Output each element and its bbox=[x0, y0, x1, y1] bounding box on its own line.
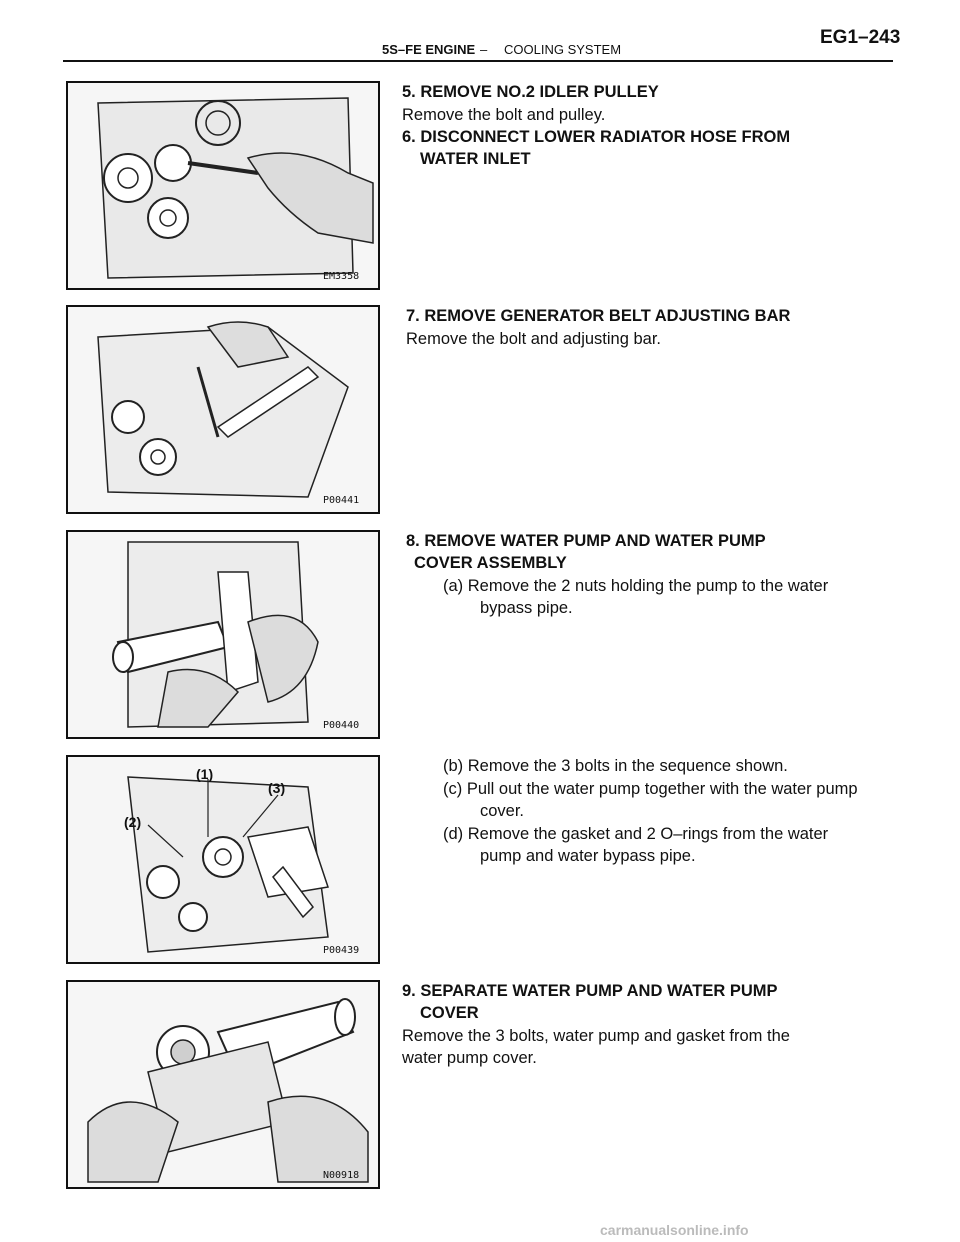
step-9-title-line-1: 9. SEPARATE WATER PUMP AND WATER PUMP bbox=[402, 982, 778, 1000]
step-5-title: 5. REMOVE NO.2 IDLER PULLEY bbox=[402, 83, 659, 101]
figure-water-pump-nuts: P00440 bbox=[66, 530, 380, 739]
page-number: EG1–243 bbox=[820, 27, 901, 48]
step-8d-line-2: pump and water bypass pipe. bbox=[480, 847, 696, 865]
engine-illustration-4: (1) (2) (3) P00439 bbox=[124, 766, 359, 956]
figure-idler-pulley-removal: EM3358 bbox=[66, 81, 380, 290]
footer-watermark: carmanualsonline.info bbox=[600, 1222, 749, 1238]
engine-illustration-5: N00918 bbox=[87, 998, 369, 1183]
step-8c-line-2: cover. bbox=[480, 802, 525, 820]
engine-illustration-2: P00441 bbox=[97, 321, 359, 506]
step-8-title-line-2: COVER ASSEMBLY bbox=[414, 554, 567, 572]
figure-code: P00441 bbox=[323, 495, 359, 506]
header-rule bbox=[63, 60, 893, 62]
step-9-body-line-1: Remove the 3 bolts, water pump and gaske… bbox=[402, 1027, 790, 1045]
step-7-body: Remove the bolt and adjusting bar. bbox=[406, 330, 662, 348]
step-5-body: Remove the bolt and pulley. bbox=[402, 106, 606, 124]
step-9-title-line-2: COVER bbox=[420, 1004, 479, 1022]
figure-code: N00918 bbox=[323, 1170, 359, 1181]
step-8d-line-1: (d) Remove the gasket and 2 O–rings from… bbox=[443, 825, 829, 843]
engine-illustration-3: P00440 bbox=[112, 541, 359, 731]
step-6-title-line-1: 6. DISCONNECT LOWER RADIATOR HOSE FROM bbox=[402, 128, 791, 146]
step-8a-line-1: (a) Remove the 2 nuts holding the pump t… bbox=[443, 577, 829, 595]
figure-code: EM3358 bbox=[323, 271, 359, 282]
callout-bolt-3: (3) bbox=[268, 780, 285, 796]
step-8b: (b) Remove the 3 bolts in the sequence s… bbox=[443, 757, 788, 775]
step-6-title-line-2: WATER INLET bbox=[420, 150, 531, 168]
callout-bolt-2: (2) bbox=[124, 814, 141, 830]
step-8c-line-1: (c) Pull out the water pump together wit… bbox=[443, 780, 858, 798]
step-9-body-line-2: water pump cover. bbox=[402, 1049, 537, 1067]
figure-code: P00439 bbox=[323, 945, 359, 956]
step-8-title-line-1: 8. REMOVE WATER PUMP AND WATER PUMP bbox=[406, 532, 766, 550]
figure-separate-water-pump: N00918 bbox=[66, 980, 380, 1189]
step-8a-line-2: bypass pipe. bbox=[480, 599, 573, 617]
header-separator: – bbox=[480, 42, 488, 57]
header-section-title: 5S–FE ENGINE bbox=[382, 42, 476, 57]
figure-code: P00440 bbox=[323, 720, 359, 731]
figure-adjusting-bar-removal: P00441 bbox=[66, 305, 380, 514]
figure-bolt-sequence: (1) (2) (3) P00439 bbox=[66, 755, 380, 964]
engine-illustration-1: EM3358 bbox=[97, 97, 374, 282]
step-7-title: 7. REMOVE GENERATOR BELT ADJUSTING BAR bbox=[406, 307, 791, 325]
header-subsection: COOLING SYSTEM bbox=[504, 42, 622, 57]
callout-bolt-1: (1) bbox=[196, 766, 213, 782]
